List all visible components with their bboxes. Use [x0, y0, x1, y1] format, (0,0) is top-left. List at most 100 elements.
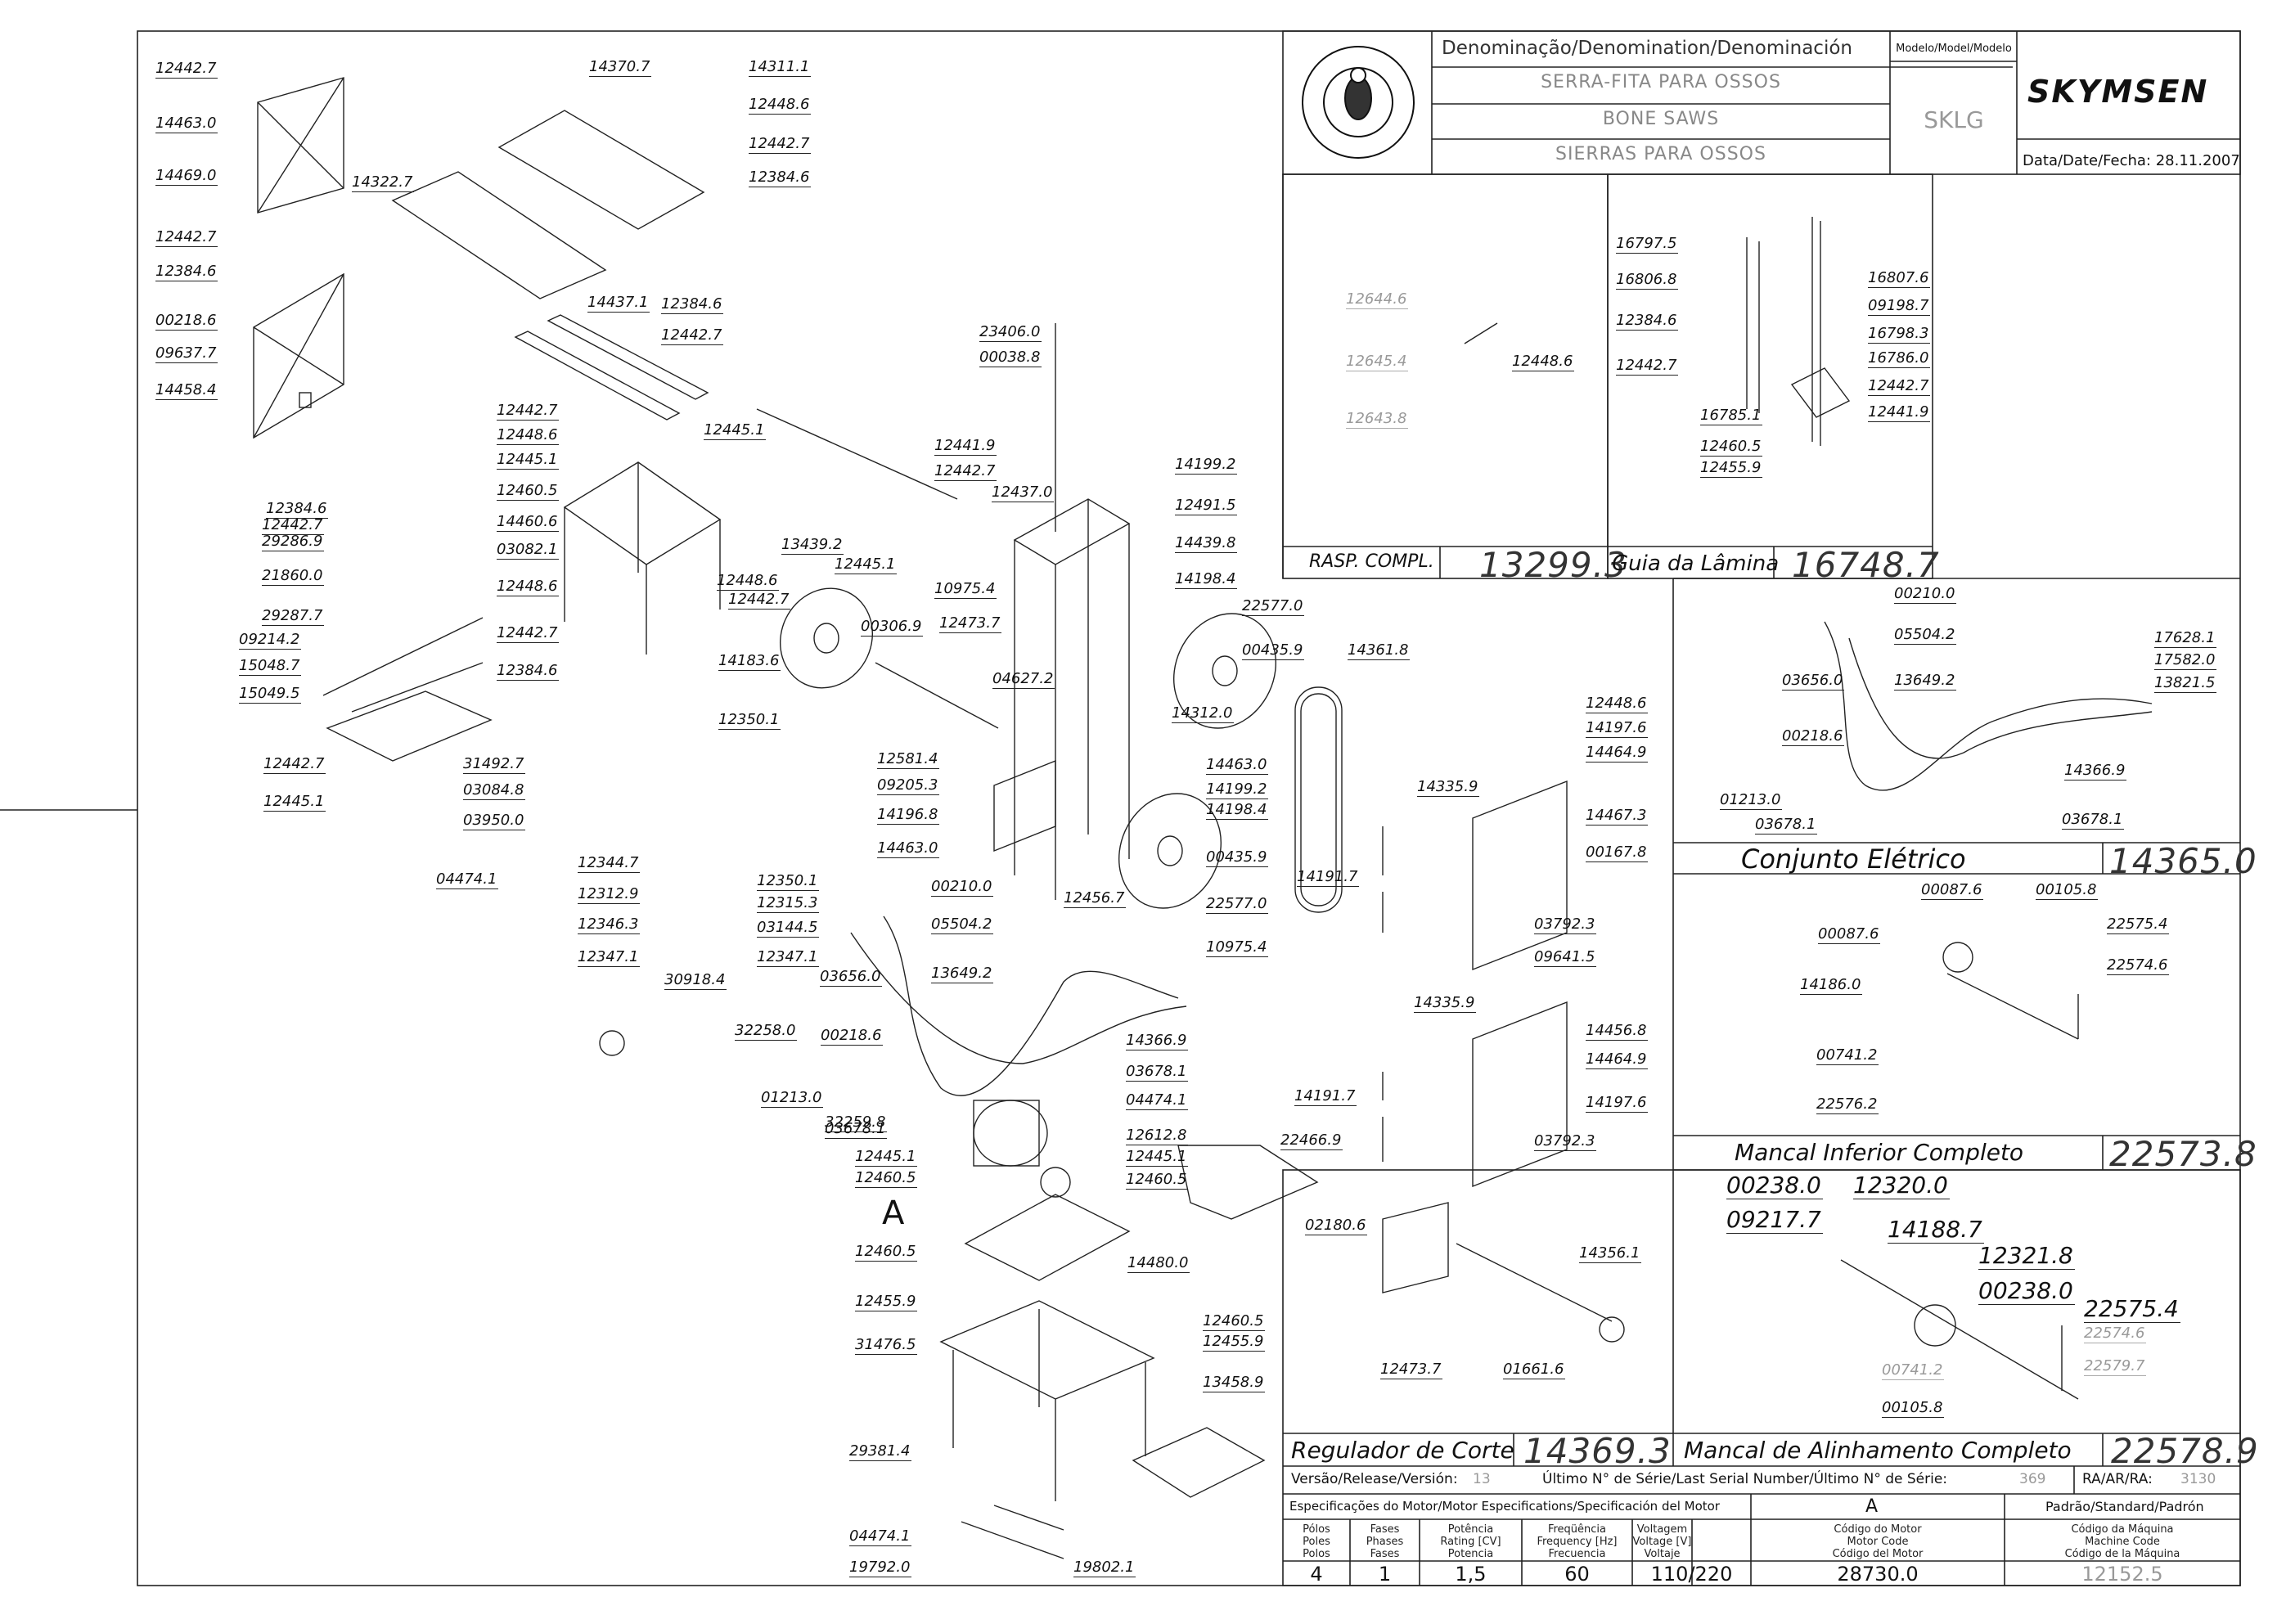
- part-number-label: 13458.9: [1203, 1374, 1266, 1392]
- part-number-label: 15049.5: [239, 685, 302, 704]
- part-number-label: 03792.3: [1534, 915, 1597, 934]
- denomination-es: SIERRAS PARA OSSOS: [1555, 144, 1766, 164]
- part-number-label: 14361.8: [1348, 641, 1411, 660]
- part-number-label: 16786.0: [1868, 349, 1931, 368]
- part-number-label: 09205.3: [877, 776, 940, 795]
- part-number-label: 22466.9: [1280, 1131, 1343, 1150]
- spec-value-voltage: 110/220: [1650, 1563, 1733, 1586]
- part-number-label: 14191.7: [1294, 1087, 1357, 1106]
- part-number-label: 09217.7: [1726, 1206, 1823, 1234]
- part-number-label: 02180.6: [1305, 1217, 1368, 1235]
- part-number-label: 29287.7: [262, 607, 325, 626]
- denomination-header: Denominação/Denomination/Denominación: [1442, 38, 1852, 59]
- part-number-label: 12347.1: [757, 948, 820, 967]
- part-number-label: 12350.1: [718, 711, 781, 730]
- part-number-label: 19792.0: [849, 1559, 912, 1577]
- part-number-label: 03678.1: [2062, 811, 2125, 830]
- part-number-label: 22574.6: [2084, 1325, 2147, 1343]
- eletrico-title: Conjunto Elétrico: [1741, 843, 1966, 875]
- guia-code: 16748.7: [1792, 545, 1940, 585]
- part-number-label: 10975.4: [934, 580, 997, 599]
- part-number-label: 31476.5: [855, 1336, 918, 1355]
- part-number-label: 14439.8: [1175, 534, 1238, 553]
- part-number-label: 00435.9: [1206, 848, 1269, 867]
- part-number-label: 14366.9: [1126, 1032, 1189, 1050]
- part-number-label: 12445.1: [497, 451, 560, 470]
- part-number-label: 22575.4: [2084, 1295, 2180, 1323]
- part-number-label: 12442.7: [749, 135, 812, 154]
- mancal-alin-title: Mancal de Alinhamento Completo: [1684, 1437, 2072, 1464]
- part-number-label: 22577.0: [1206, 895, 1269, 914]
- standard-header: Padrão/Standard/Padrón: [2045, 1499, 2204, 1514]
- part-number-label: 12315.3: [757, 894, 820, 913]
- part-number-label: 12460.5: [497, 482, 560, 501]
- part-number-label: 00741.2: [1816, 1046, 1879, 1065]
- part-number-label: 01213.0: [761, 1089, 824, 1108]
- part-number-label: 00105.8: [1882, 1399, 1945, 1418]
- part-number-label: 13649.2: [1894, 672, 1957, 691]
- part-number-label: 00218.6: [821, 1027, 884, 1046]
- part-number-label: 00087.6: [1818, 925, 1881, 944]
- part-number-label: 12445.1: [704, 421, 767, 440]
- part-number-label: 14335.9: [1417, 778, 1480, 797]
- motor-specs-header: Especificações do Motor/Motor Especifica…: [1289, 1499, 1720, 1514]
- part-number-label: 12442.7: [1868, 377, 1931, 396]
- part-number-label: 12448.6: [749, 96, 812, 115]
- part-number-label: 16785.1: [1700, 407, 1763, 425]
- part-number-label: 12445.1: [855, 1148, 918, 1167]
- mancal-inf-code: 22573.8: [2109, 1134, 2257, 1174]
- part-number-label: 03950.0: [463, 812, 526, 830]
- part-number-label: 12448.6: [497, 426, 560, 445]
- part-number-label: 12437.0: [992, 484, 1055, 502]
- part-number-label: 12384.6: [266, 500, 329, 519]
- part-number-label: 03678.1: [1126, 1063, 1189, 1082]
- part-number-label: 12384.6: [155, 263, 218, 281]
- part-number-label: 03144.5: [757, 919, 820, 938]
- spec-value-frequency: 60: [1564, 1563, 1590, 1586]
- part-number-label: 14467.3: [1586, 807, 1649, 825]
- part-number-label: 14311.1: [749, 58, 812, 77]
- part-number-label: 12448.6: [1512, 353, 1575, 371]
- part-number-label: 12321.8: [1978, 1242, 2075, 1270]
- part-number-label: 16797.5: [1616, 235, 1679, 254]
- part-number-label: 13649.2: [931, 965, 994, 983]
- part-number-label: 14196.8: [877, 806, 940, 825]
- part-number-label: 12442.7: [155, 60, 218, 79]
- part-number-label: 16807.6: [1868, 269, 1931, 288]
- part-number-label: 13439.2: [781, 536, 844, 555]
- part-number-label: 03082.1: [497, 541, 560, 560]
- part-number-label: 14469.0: [155, 167, 218, 186]
- part-number-label: 03678.1: [825, 1120, 888, 1139]
- regulador-code: 14369.3: [1523, 1431, 1672, 1471]
- part-number-label: 01661.6: [1503, 1361, 1566, 1379]
- part-number-label: 12347.1: [578, 948, 641, 967]
- part-number-label: 14460.6: [497, 513, 560, 532]
- part-number-label: 12456.7: [1064, 889, 1127, 908]
- spec-label-motor-code: Código do Motor Motor Code Código del Mo…: [1832, 1523, 1924, 1560]
- part-number-label: 03656.0: [820, 968, 883, 987]
- part-number-label: 16798.3: [1868, 325, 1931, 344]
- part-number-label: 12473.7: [939, 614, 1002, 633]
- part-number-label: 00167.8: [1586, 843, 1649, 862]
- spec-label-machine-code: Código da Máquina Machine Code Código de…: [2064, 1523, 2180, 1560]
- part-number-label: 14356.1: [1579, 1244, 1642, 1263]
- part-number-label: 12644.6: [1346, 290, 1409, 309]
- part-number-label: 17582.0: [2154, 651, 2217, 670]
- part-number-label: 22574.6: [2107, 956, 2170, 975]
- mancal-inf-title: Mancal Inferior Completo: [1735, 1139, 2024, 1166]
- part-number-label: 12384.6: [497, 662, 560, 681]
- part-number-label: 12448.6: [497, 578, 560, 596]
- part-number-label: 03792.3: [1534, 1132, 1597, 1151]
- part-number-label: 12581.4: [877, 750, 940, 769]
- part-number-label: 12460.5: [855, 1169, 918, 1188]
- part-number-label: 13821.5: [2154, 674, 2217, 693]
- part-number-label: 09198.7: [1868, 297, 1931, 316]
- part-number-label: 12442.7: [661, 326, 724, 345]
- part-number-label: 32258.0: [735, 1022, 798, 1041]
- model-value: SKLG: [1924, 106, 1984, 133]
- motor-variant: A: [1865, 1496, 1879, 1517]
- part-number-label: 05504.2: [1894, 626, 1957, 645]
- part-number-label: 12442.7: [728, 591, 791, 610]
- part-number-label: 29381.4: [849, 1442, 912, 1461]
